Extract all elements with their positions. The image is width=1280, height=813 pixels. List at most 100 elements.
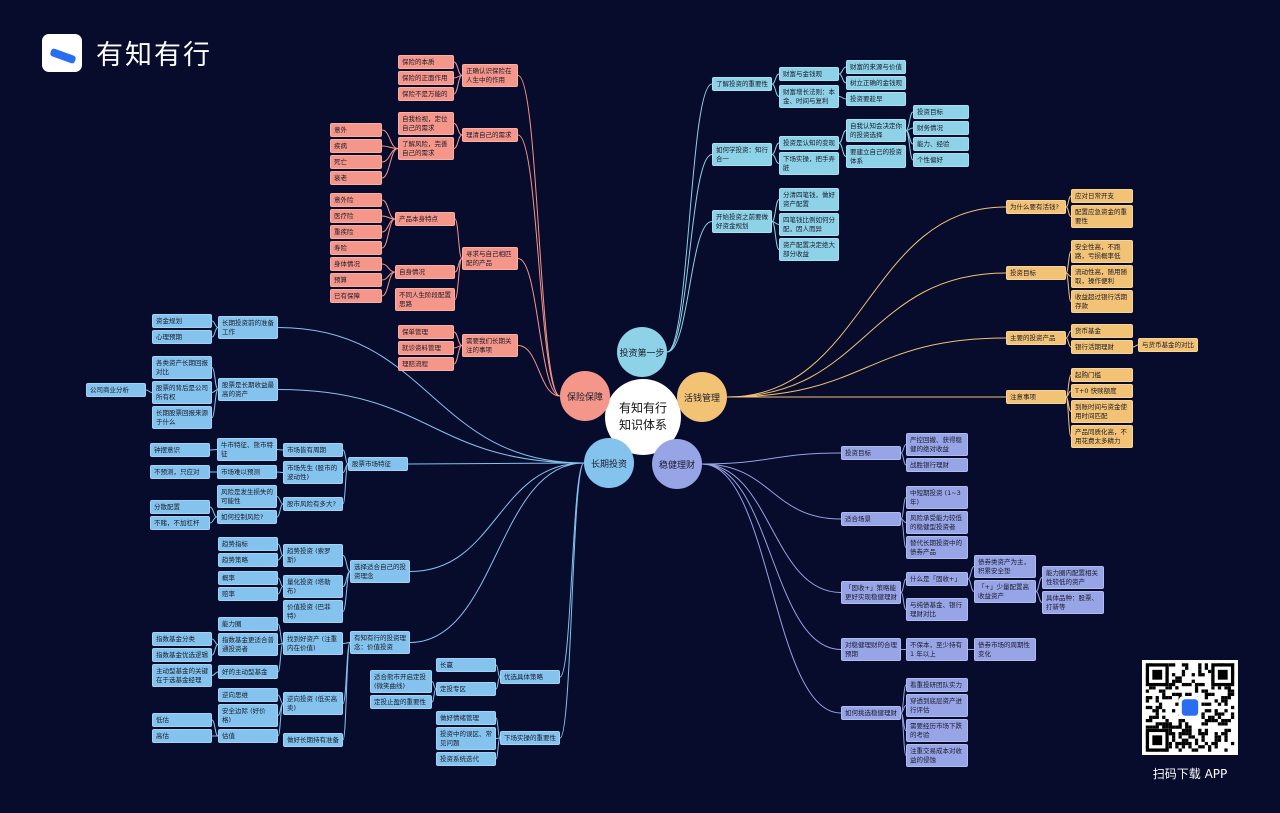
- mindmap-node-d5b3[interactable]: 估值: [218, 729, 278, 743]
- mindmap-node-d2b[interactable]: 股票的背后是公司所有权: [152, 381, 212, 404]
- mindmap-node-a3c[interactable]: 资产配置决定绝大部分收益: [779, 238, 839, 261]
- mindmap-node-c5a[interactable]: 看重投研团队实力: [906, 678, 968, 692]
- mindmap-node-i2b3[interactable]: 死亡: [330, 155, 382, 169]
- mindmap-node-i2a[interactable]: 自我检视，定位自己的需求: [398, 112, 454, 135]
- mindmap-node-i2b1[interactable]: 意外: [330, 123, 382, 137]
- mindmap-node-i2[interactable]: 理清自己的需求: [462, 128, 518, 142]
- mindmap-node-d3a[interactable]: 市场皆有周期: [283, 443, 343, 457]
- mindmap-node-d3a1[interactable]: 牛市特征、熊市特征: [217, 438, 277, 461]
- mindmap-node-a1a1[interactable]: 财富的来源与价值: [846, 60, 906, 74]
- mindmap-node-i3a[interactable]: 产品本身特点: [395, 212, 455, 226]
- mindmap-node-d2c[interactable]: 长期股票回报来源于什么: [152, 406, 212, 429]
- mindmap-node-d5a[interactable]: 找到好资产 (注重内在价值): [283, 632, 343, 655]
- branch-cash-management[interactable]: 活钱管理: [677, 372, 727, 422]
- mindmap-node-c3[interactable]: 「固收+」策略能更好实现稳健理财: [841, 581, 901, 604]
- mindmap-node-i2b[interactable]: 了解风险，完善自己的需求: [398, 137, 454, 160]
- mindmap-node-c3a1[interactable]: 债券类资产为主，积累安全垫: [974, 555, 1036, 578]
- mindmap-node-c5[interactable]: 如何挑选稳健理财: [841, 706, 901, 720]
- mindmap-node-c4a1[interactable]: 债券市场的周期性变化: [974, 638, 1036, 661]
- mindmap-node-b3b1[interactable]: 与货币基金的对比: [1138, 338, 1198, 352]
- mindmap-node-a3a[interactable]: 分清四笔钱，做好资产配置: [779, 188, 839, 211]
- mindmap-node-d3c2b[interactable]: 不赌，不加杠杆: [150, 516, 210, 530]
- mindmap-node-i3b3[interactable]: 已有保障: [330, 289, 382, 303]
- mindmap-node-a2a1[interactable]: 自我认知会决定你的投资选择: [846, 119, 906, 142]
- mindmap-node-a3[interactable]: 开始投资之前要做好资金规划: [712, 210, 772, 233]
- mindmap-node-d5b2[interactable]: 安全边际 (好价格): [218, 704, 278, 727]
- mindmap-node-d3b[interactable]: 市场先生 (股市的波动性): [283, 461, 343, 484]
- mindmap-node-i4[interactable]: 需要我们长期关注的事项: [462, 334, 518, 357]
- mindmap-node-c2c[interactable]: 替代长期投资中的债券产品: [906, 536, 968, 559]
- mindmap-node-d4b1[interactable]: 概率: [218, 571, 278, 585]
- mindmap-node-b2[interactable]: 投资目标: [1006, 266, 1066, 280]
- mindmap-node-b4d[interactable]: 产品同质化高，不用花费太多精力: [1071, 425, 1133, 448]
- mindmap-node-b4[interactable]: 注意事项: [1006, 390, 1066, 404]
- mindmap-node-i1[interactable]: 正确认识保险在人生中的作用: [462, 64, 518, 87]
- mindmap-node-i4a[interactable]: 保单管理: [398, 325, 454, 339]
- mindmap-node-a2a1c[interactable]: 能力、经验: [913, 137, 969, 151]
- mindmap-node-d5b[interactable]: 逆向投资 (低买高卖): [283, 692, 343, 715]
- mindmap-node-c1a[interactable]: 严控回撤、获得稳健的绝对收益: [906, 433, 968, 456]
- mindmap-node-i4b[interactable]: 就诊资料管理: [398, 341, 454, 355]
- mindmap-node-c2a[interactable]: 中短期投资 (1~3 年): [906, 486, 968, 509]
- mindmap-node-a1[interactable]: 了解投资的重要性: [712, 77, 772, 91]
- mindmap-node-d5a3[interactable]: 好的主动型基金: [218, 665, 278, 679]
- mindmap-node-a2a1d[interactable]: 个性偏好: [913, 153, 969, 167]
- mindmap-node-b3a[interactable]: 货币基金: [1071, 324, 1133, 338]
- mindmap-node-d4a[interactable]: 趋势投资 (索罗斯): [283, 544, 343, 567]
- mindmap-node-d7a[interactable]: 做好情绪管理: [436, 711, 496, 725]
- mindmap-node-a1b1[interactable]: 投资要趁早: [846, 92, 906, 106]
- mindmap-node-d3b1a[interactable]: 不预测，只应对: [150, 465, 210, 479]
- mindmap-node-d5a2[interactable]: 指数基金更适合普通投资者: [218, 633, 278, 656]
- mindmap-node-a1a2[interactable]: 树立正确的金钱观: [846, 76, 906, 90]
- mindmap-node-d5a1[interactable]: 能力圈: [218, 617, 278, 631]
- mindmap-node-b4a[interactable]: 起购门槛: [1071, 368, 1133, 382]
- mindmap-node-d5[interactable]: 有知有行的投资理念：价值投资: [350, 631, 410, 654]
- mindmap-node-d1[interactable]: 长期投资前的准备工作: [218, 316, 278, 339]
- mindmap-node-i3a2[interactable]: 医疗险: [330, 209, 382, 223]
- mindmap-node-c5b[interactable]: 穿透到底层资产进行评估: [906, 694, 968, 717]
- mindmap-node-c2[interactable]: 适合场景: [841, 512, 901, 526]
- mindmap-node-b4c[interactable]: 到账时间与资金使用时间匹配: [1071, 400, 1133, 423]
- mindmap-node-a2a[interactable]: 投资是认知的变现: [779, 136, 839, 150]
- mindmap-node-i3c[interactable]: 不同人生阶段配置思路: [395, 288, 455, 311]
- mindmap-node-c4a[interactable]: 不保本，至少持有 1 年以上: [906, 638, 968, 661]
- mindmap-node-b1[interactable]: 为什么要有活钱?: [1006, 200, 1066, 214]
- mindmap-node-a1a[interactable]: 财富与金钱观: [779, 67, 839, 81]
- mindmap-node-a1b[interactable]: 财富增长法则：本金、时间与复利: [779, 85, 839, 108]
- mindmap-node-i4c[interactable]: 理赔流程: [398, 357, 454, 371]
- mindmap-node-d3[interactable]: 股票市场特征: [348, 457, 408, 471]
- mindmap-node-i2b2[interactable]: 疾病: [330, 139, 382, 153]
- mindmap-node-d2a[interactable]: 各类资产长期回报对比: [152, 356, 212, 379]
- mindmap-node-b3b[interactable]: 银行活期理财: [1071, 340, 1133, 354]
- mindmap-node-d1a[interactable]: 资金规划: [152, 314, 212, 328]
- mindmap-node-b2b[interactable]: 流动性高，随用随取，操作便利: [1071, 265, 1133, 288]
- mindmap-node-a2a1b[interactable]: 财务情况: [913, 121, 969, 135]
- mindmap-node-i3b1[interactable]: 身体情况: [330, 257, 382, 271]
- mindmap-node-d2b1[interactable]: 公司商业分析: [86, 383, 146, 397]
- mindmap-node-d5c[interactable]: 做好长期持有准备: [283, 733, 343, 747]
- mindmap-node-a2[interactable]: 如何学投资：知行合一: [712, 143, 772, 166]
- mindmap-node-d6[interactable]: 优选具体策略: [500, 670, 560, 684]
- branch-long-term[interactable]: 长期投资: [584, 438, 634, 488]
- mindmap-node-i1c[interactable]: 保险不是万能的: [398, 87, 454, 101]
- mindmap-node-d5a2b[interactable]: 指数基金优选逻辑: [152, 648, 212, 662]
- mindmap-node-i3b2[interactable]: 预算: [330, 273, 382, 287]
- mindmap-node-c1b[interactable]: 战胜银行理财: [906, 458, 968, 472]
- mindmap-node-i3a4[interactable]: 寿险: [330, 241, 382, 255]
- mindmap-node-d4b2[interactable]: 赔率: [218, 587, 278, 601]
- mindmap-node-d2[interactable]: 股票是长期收益最高的资产: [218, 378, 278, 401]
- mindmap-node-c3a2[interactable]: 「+」少量配置高收益资产: [974, 580, 1036, 603]
- mindmap-node-b1a[interactable]: 应对日常开支: [1071, 189, 1133, 203]
- mindmap-node-i3a3[interactable]: 重疾险: [330, 225, 382, 239]
- mindmap-node-a2a1a[interactable]: 投资目标: [913, 105, 969, 119]
- mindmap-node-d5b1[interactable]: 逆向思维: [218, 688, 278, 702]
- mindmap-node-c3b[interactable]: 与纯债基金、银行理财对比: [906, 598, 968, 621]
- mindmap-node-b2a[interactable]: 安全性高，不跑路，亏损概率低: [1071, 240, 1133, 263]
- mindmap-node-d4a1[interactable]: 趋势指标: [218, 537, 278, 551]
- mindmap-node-c3a[interactable]: 什么是「固收+」: [906, 572, 968, 586]
- mindmap-node-c2b[interactable]: 风险承受能力较低的稳健型投资者: [906, 511, 968, 534]
- mindmap-node-d4a2[interactable]: 趋势策略: [218, 553, 278, 567]
- mindmap-node-c5d[interactable]: 注重交易成本对收益的侵蚀: [906, 744, 968, 767]
- branch-insurance[interactable]: 保险保障: [560, 371, 610, 421]
- mindmap-node-d3b1[interactable]: 市场难以预测: [217, 465, 277, 479]
